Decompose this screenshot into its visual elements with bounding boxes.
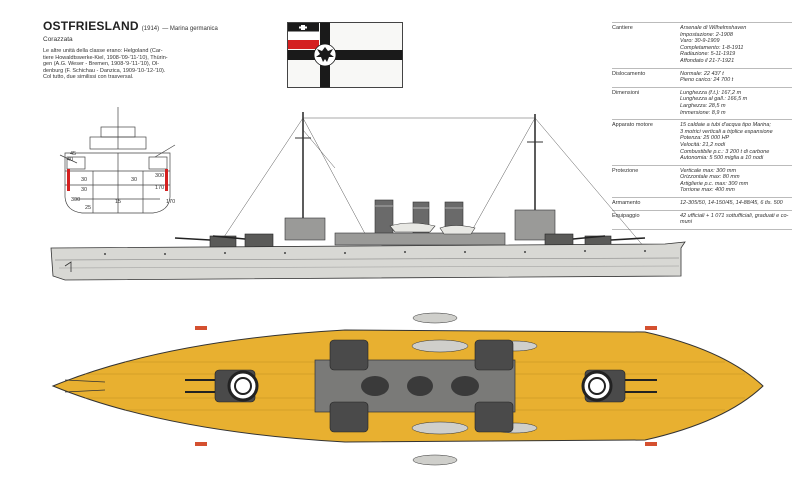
section-label: 30 bbox=[131, 177, 137, 183]
ship-plan-drawing bbox=[51, 312, 764, 466]
spec-value: Artiglierie p.c. max: 300 mm bbox=[680, 180, 749, 187]
description-line: tiere Howaldtswerke-Kiel, 1908-'09-'11-'… bbox=[43, 54, 168, 61]
spec-row-dislocamento: Dislocamento Normale: 22 437 t Pieno car… bbox=[612, 67, 792, 87]
spec-value: Immersione: 8,9 m bbox=[680, 109, 726, 116]
section-label: 30 bbox=[81, 187, 87, 193]
ship-type: Corazzata bbox=[43, 36, 73, 43]
spec-value: Completamento: 1-8-1911 bbox=[680, 44, 744, 51]
specs-table: Cantiere Arsenale di Wilhelmshaven Impos… bbox=[612, 22, 792, 230]
spec-row-equipaggio: Equipaggio 42 ufficiali + 1 071 sottuffi… bbox=[612, 209, 792, 230]
section-label: 25 bbox=[85, 205, 91, 211]
description-line: denburg (F. Schichau - Danzica, 1909-'10… bbox=[43, 67, 166, 74]
spec-value: Impostazione: 2-1908 bbox=[680, 31, 733, 38]
spec-value: muni bbox=[680, 219, 692, 226]
ship-navy: — Marina germanica bbox=[162, 26, 218, 32]
spec-value: Verticale max: 300 mm bbox=[680, 167, 737, 174]
spec-value: Torrione max: 400 mm bbox=[680, 187, 735, 194]
flag-icon bbox=[287, 22, 403, 88]
spec-value: 42 ufficiali + 1 071 sottufficiali, grad… bbox=[680, 212, 789, 219]
spec-label: Protezione bbox=[612, 167, 639, 174]
section-label: 170 bbox=[166, 199, 175, 205]
naval-ensign-flag bbox=[287, 22, 403, 88]
spec-value: 12-305/50, 14-150/45, 14-88/45, 6 tls. 5… bbox=[680, 200, 783, 207]
ship-description: Le altre unità della classe erano: Helgo… bbox=[43, 48, 168, 81]
spec-value: Affondato il 21-7-1921 bbox=[680, 57, 735, 64]
section-label: 45 bbox=[70, 151, 76, 157]
spec-value: Radiazione: 5-11-1919 bbox=[680, 51, 736, 58]
spec-label: Cantiere bbox=[612, 25, 633, 31]
spec-label: Equipaggio bbox=[612, 212, 640, 219]
spec-row-armamento: Armamento 12-305/50, 14-150/45, 14-88/45… bbox=[612, 197, 792, 210]
section-label: 15 bbox=[115, 199, 121, 205]
spec-row-apparato-motore: Apparato motore 15 caldaie a tubi d'acqu… bbox=[612, 119, 792, 165]
section-label: 40 bbox=[67, 157, 73, 163]
spec-value: Larghezza: 28,5 m bbox=[680, 102, 726, 109]
spec-value: Varo: 30-9-1909 bbox=[680, 38, 720, 45]
deck-roundel-icon bbox=[581, 370, 613, 402]
spec-value: Lunghezza al gall.: 166,5 m bbox=[680, 96, 748, 103]
spec-value: Velocità: 21,2 nodi bbox=[680, 141, 726, 148]
spec-label: Dimensioni bbox=[612, 89, 640, 96]
spec-label: Apparato motore bbox=[612, 122, 653, 129]
spec-value: Autonomia: 5 500 miglia a 10 nodi bbox=[680, 155, 764, 162]
description-line: gen (A.G. Weser - Bremen, 1908-'9-'11-'1… bbox=[43, 61, 160, 68]
section-label: 300 bbox=[155, 173, 164, 179]
section-label: 170 bbox=[155, 185, 164, 191]
spec-value: Combustibile p.c.: 3 200 t di carbone bbox=[680, 148, 770, 155]
spec-label: Armamento bbox=[612, 200, 641, 207]
spec-row-cantiere: Cantiere Arsenale di Wilhelmshaven Impos… bbox=[612, 22, 792, 68]
spec-row-dimensioni: Dimensioni Lunghezza (f.t.): 167,2 m Lun… bbox=[612, 86, 792, 119]
section-label: 30 bbox=[81, 177, 87, 183]
ship-year: (1914) bbox=[141, 26, 160, 32]
spec-value: Arsenale di Wilhelmshaven bbox=[680, 25, 747, 31]
spec-value: Normale: 22 437 t bbox=[680, 70, 724, 77]
spec-label: Dislocamento bbox=[612, 70, 646, 77]
ship-header: OSTFRIESLAND (1914) — Marina germanica C… bbox=[43, 20, 278, 81]
section-label: 300 bbox=[71, 197, 80, 203]
spec-value: 15 caldaie a tubi d'acqua tipo Marina; bbox=[680, 122, 771, 129]
spec-value: Lunghezza (f.t.): 167,2 m bbox=[680, 89, 742, 96]
deck-roundel-icon bbox=[227, 370, 259, 402]
spec-row-protezione: Protezione Verticale max: 300 mm Orizzon… bbox=[612, 164, 792, 197]
description-line: Col tutto, due similissi con trasversal. bbox=[43, 74, 134, 81]
ship-profile-drawing bbox=[50, 112, 686, 281]
cross-section-diagram: 40 300 170 30 30 300 170 30 45 15 25 bbox=[59, 107, 175, 214]
ship-name: OSTFRIESLAND bbox=[43, 19, 139, 33]
spec-value: Potenza: 25 000 HP bbox=[680, 135, 730, 142]
description-line: Le altre unità della classe erano: Helgo… bbox=[43, 48, 163, 54]
spec-value: Orizzontale max: 80 mm bbox=[680, 174, 740, 181]
spec-value: 3 motrici verticali a triplice espansion… bbox=[680, 128, 773, 135]
spec-value: Pieno carico: 24 700 t bbox=[680, 77, 734, 84]
